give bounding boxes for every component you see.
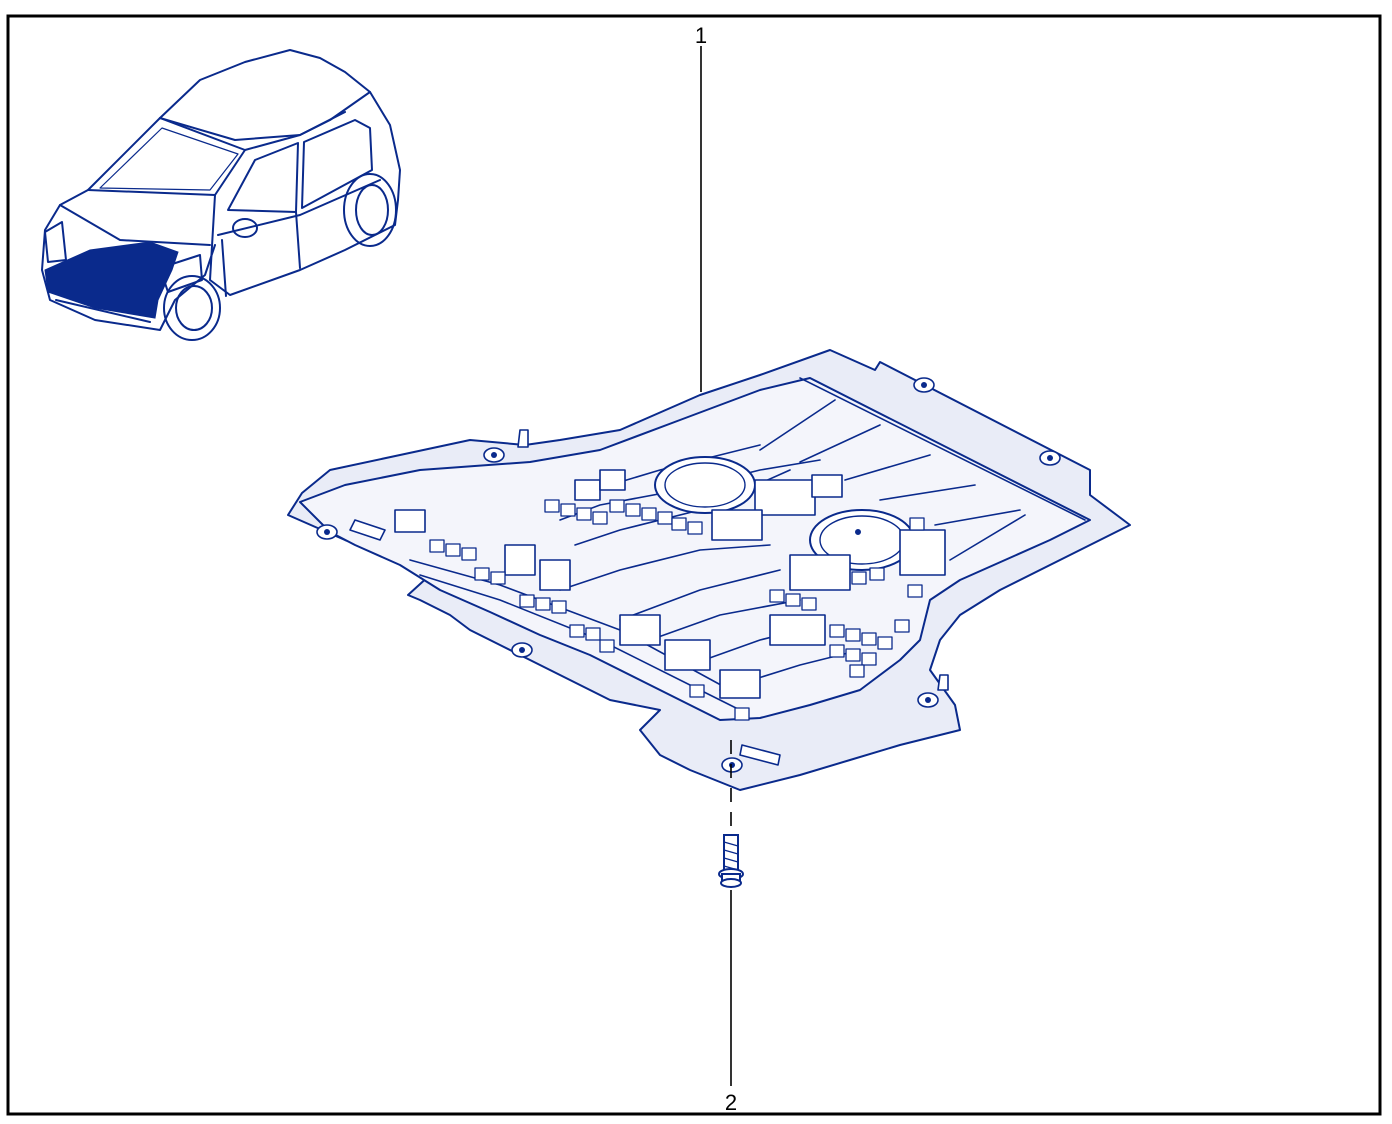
leader-lines bbox=[700, 46, 732, 1086]
car-highlight-area bbox=[44, 241, 179, 319]
callout-label-1: 1 bbox=[695, 23, 707, 48]
flange-bolt bbox=[718, 834, 744, 888]
engine-undertray-shield bbox=[287, 349, 1131, 791]
callout-label-2: 2 bbox=[725, 1090, 737, 1115]
car-locator-icon bbox=[41, 49, 401, 341]
diagram-border bbox=[6, 14, 1382, 1116]
